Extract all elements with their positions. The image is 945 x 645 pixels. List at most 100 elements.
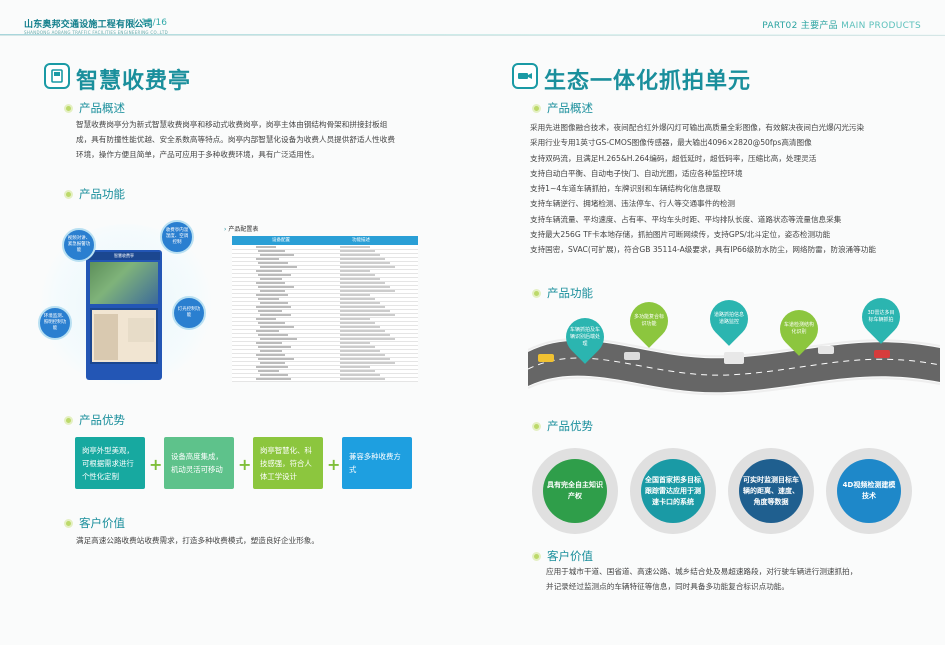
table-row	[232, 285, 418, 286]
table-header: 设备配置 功能描述	[232, 236, 418, 245]
spec-line: 支持自动白平衡、自动电子快门、自动光圈，适应各种监控环境	[530, 168, 743, 178]
table-cell-placeholder	[256, 354, 285, 356]
table-row	[232, 309, 418, 310]
table-cell-placeholder	[258, 250, 285, 252]
spec-line: 支持车辆逆行、拥堵检测、违法停车、行人等交通事件的检测	[530, 199, 736, 209]
left-value-text: 满足高速公路收费站收费需求，打造多种收费模式，塑造良好企业形象。	[76, 536, 319, 545]
left-value-title: 客户价值	[79, 516, 125, 530]
table-row	[232, 341, 418, 342]
table-row	[232, 321, 418, 322]
table-cell-placeholder	[340, 262, 390, 264]
table-row	[232, 253, 418, 254]
advantage-circle-text: 全国首家把多目标跟踪雷达应用于测速卡口的系统	[641, 459, 705, 523]
bullet-icon	[64, 189, 73, 199]
table-title: › 产品配置表	[224, 226, 259, 233]
advantage-box: 设备高度集成，机动灵活可移动	[164, 437, 234, 489]
right-overview-title: 产品概述	[547, 101, 593, 115]
company-name: 山东奥邦交通设施工程有限公司	[24, 20, 153, 30]
table-cell-placeholder	[258, 346, 291, 348]
right-advantages-title: 产品优势	[547, 419, 593, 433]
header-line	[0, 35, 945, 36]
bullet-icon	[532, 551, 541, 561]
plus-icon: +	[149, 455, 163, 474]
table-cell-placeholder	[340, 274, 375, 276]
plus-icon: +	[327, 455, 341, 474]
value-line: 应用于城市干道、国省道、高速公路、城乡结合处及易超速路段，对行驶车辆进行测速抓拍…	[546, 567, 858, 576]
table-cell-placeholder	[340, 346, 375, 348]
overview-line: 环境，操作方便且简单，产品可应用于多种收费环境，具有广泛适用性。	[76, 150, 319, 159]
spec-line: 支持车辆流量、平均速度、占有率、平均车头时距、平均排队长度、道路状态等流量信息采…	[530, 214, 842, 224]
table-cell-placeholder	[258, 334, 288, 336]
table-row	[232, 357, 418, 358]
table-row	[232, 281, 418, 282]
part-label-cn: PART02 主要产品	[762, 21, 838, 31]
header-divider	[134, 18, 135, 29]
advantage-box: 兼容多种收费方式	[342, 437, 412, 489]
advantage-circle: 4D视频检测建模技术	[826, 448, 912, 534]
table-cell-placeholder	[340, 354, 385, 356]
table-row	[232, 353, 418, 354]
advantage-circle-text: 4D视频检测建模技术	[837, 459, 901, 523]
advantage-box: 岗亭外型美观，可根据需求进行个性化定制	[75, 437, 145, 489]
advantage-circle-text: 具有完全自主知识产权	[543, 459, 607, 523]
right-advantages-heading: 产品优势	[532, 418, 593, 434]
spec-line: 支持国密，SVAC(可扩展)，符合GB 35114-A级要求，具有IP66级防水…	[530, 245, 876, 255]
table-cell-placeholder	[340, 378, 385, 380]
table-cell-placeholder	[340, 258, 385, 260]
table-row	[232, 257, 418, 258]
table-cell-placeholder	[256, 294, 288, 296]
table-cell-placeholder	[260, 302, 288, 304]
table-cell-placeholder	[340, 250, 375, 252]
part-label: PART02 主要产品 MAIN PRODUCTS	[762, 18, 921, 31]
table-cell-placeholder	[340, 278, 380, 280]
table-cell-placeholder	[258, 286, 294, 288]
spec-line: 支持最大256G TF卡本地存储，抓拍图片可断网续传，支持GPS/北斗定位，姿态…	[530, 230, 831, 240]
right-value-title: 客户价值	[547, 549, 593, 563]
bullet-icon	[64, 103, 73, 113]
table-cell-placeholder	[340, 290, 395, 292]
table-cell-placeholder	[340, 366, 370, 368]
table-row	[232, 313, 418, 314]
table-cell-placeholder	[258, 358, 294, 360]
booth-feature-bubble: 灯光控制功能	[172, 296, 206, 330]
table-cell-placeholder	[260, 266, 297, 268]
table-cell-placeholder	[256, 282, 285, 284]
left-advantages-title: 产品优势	[79, 413, 125, 427]
table-cell-placeholder	[258, 310, 282, 312]
table-row	[232, 345, 418, 346]
table-row	[232, 333, 418, 334]
left-page-title: 智慧收费亭	[76, 69, 192, 94]
table-row	[232, 277, 418, 278]
left-function-heading: 产品功能	[64, 186, 125, 202]
table-cell-placeholder	[256, 318, 276, 320]
table-row	[232, 381, 418, 382]
booth-icon	[44, 63, 70, 89]
table-row	[232, 305, 418, 306]
table-cell-placeholder	[258, 322, 285, 324]
table-header-cell: 设备配置	[272, 238, 290, 243]
advantage-circle: 具有完全自主知识产权	[532, 448, 618, 534]
table-cell-placeholder	[340, 370, 375, 372]
overview-line: 成，具有防撞性能优越、安全系数高等特点。岗亭内部智慧化设备为收费人员提供舒适人性…	[76, 135, 395, 144]
table-cell-placeholder	[340, 246, 370, 248]
part-label-en: MAIN PRODUCTS	[841, 21, 921, 31]
table-row	[232, 377, 418, 378]
table-row	[232, 261, 418, 262]
table-cell-placeholder	[340, 270, 370, 272]
left-overview-heading: 产品概述	[64, 100, 125, 116]
table-cell-placeholder	[258, 298, 279, 300]
left-advantages-heading: 产品优势	[64, 412, 125, 428]
table-cell-placeholder	[340, 358, 390, 360]
table-row	[232, 349, 418, 350]
table-cell-placeholder	[256, 330, 279, 332]
table-cell-placeholder	[258, 274, 291, 276]
plus-icon: +	[238, 455, 252, 474]
right-function-heading: 产品功能	[532, 285, 593, 301]
table-cell-placeholder	[340, 338, 395, 340]
table-row	[232, 289, 418, 290]
right-function-title: 产品功能	[547, 286, 593, 300]
bullet-icon	[64, 518, 73, 528]
table-row	[232, 293, 418, 294]
table-cell-placeholder	[340, 310, 390, 312]
table-row	[232, 317, 418, 318]
